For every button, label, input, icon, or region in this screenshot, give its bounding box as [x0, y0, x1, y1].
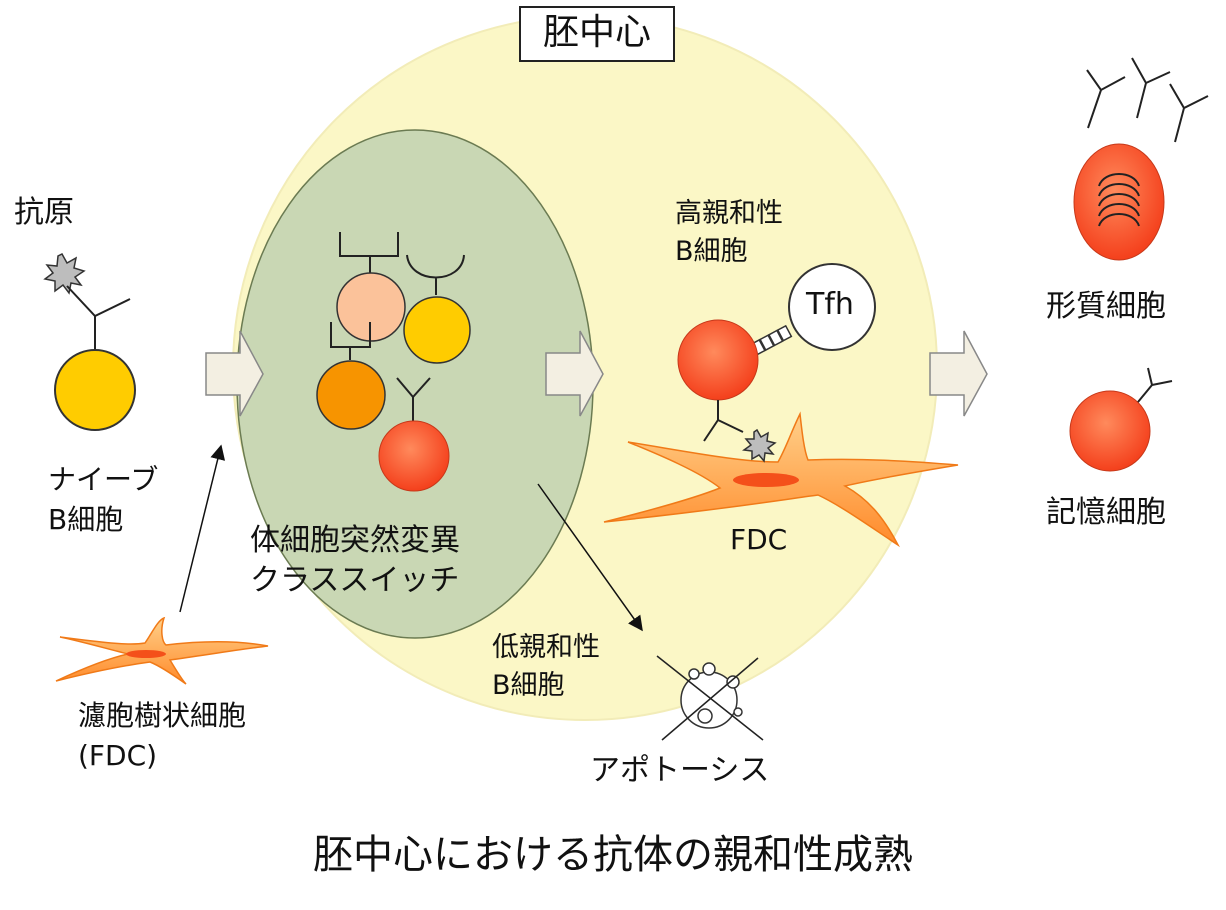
high-affinity-b-cell [677, 319, 759, 401]
plasma-cell-label: 形質細胞 [1046, 289, 1166, 324]
block-arrow-3 [929, 330, 988, 417]
naive-b-label-line2: B細胞 [48, 503, 124, 536]
fdc-center-nucleus [733, 473, 799, 487]
low-affinity-label-line1: 低親和性 [492, 632, 600, 663]
low-affinity-label-line2: B細胞 [492, 670, 565, 701]
germinal-center-title: 胚中心 [519, 6, 675, 62]
memory-cell-label: 記憶細胞 [1046, 495, 1166, 530]
plasma-cell [1073, 143, 1165, 261]
high-affinity-label-line1: 高親和性 [675, 198, 783, 229]
antibody-1-icon [1086, 69, 1126, 129]
peach-b-receptor-icon [339, 232, 399, 274]
plasma-er-icon [1098, 173, 1140, 227]
antibody-2-icon [1131, 57, 1171, 119]
naive-b-receptor-icon [66, 285, 131, 350]
fdc-center-label: FDC [730, 523, 788, 556]
orange-b-receptor-icon [330, 322, 371, 360]
fdc-antigen-icon [742, 428, 777, 463]
block-arrow-1 [205, 330, 264, 417]
dark-zone-label-line1: 体細胞突然変異 [250, 523, 460, 558]
fdc-left-nucleus [126, 650, 166, 658]
antigen-icon [43, 253, 86, 295]
orange-b-cell [316, 360, 386, 430]
tfh-cell [788, 263, 876, 351]
block-arrow-2 [545, 330, 604, 417]
apoptotic-cell-icon [656, 655, 764, 741]
diagram-caption: 胚中心における抗体の親和性成熟 [313, 832, 913, 878]
memory-cell [1069, 390, 1151, 472]
antibody-3-icon [1169, 83, 1209, 143]
high-affinity-label-line2: B細胞 [675, 236, 748, 267]
memory-receptor-icon [1137, 367, 1173, 403]
dark-zone-ellipse [236, 129, 594, 639]
red-b-receptor-icon [396, 377, 431, 422]
low-affinity-arrow [537, 483, 643, 632]
apoptosis-label: アポトーシス [590, 753, 770, 788]
fdc-to-naive-arrow [179, 444, 226, 613]
naive-b-label-line1: ナイーブ [48, 463, 159, 496]
dark-zone-label-line2: クラススイッチ [250, 563, 460, 598]
red-b-cell [378, 420, 450, 492]
yellow-b-receptor-icon [406, 254, 465, 295]
tfh-label: Tfh [806, 287, 854, 322]
fdc-left-label-line1: 濾胞樹状細胞 [78, 699, 247, 732]
yellow-b-cell [403, 296, 471, 364]
naive-b-cell [54, 349, 136, 431]
antigen-label: 抗原 [14, 195, 74, 230]
fdc-left-label-line2: (FDC) [78, 739, 158, 772]
fdc-left-cell [55, 616, 269, 685]
high-affinity-receptor-icon [703, 400, 744, 442]
